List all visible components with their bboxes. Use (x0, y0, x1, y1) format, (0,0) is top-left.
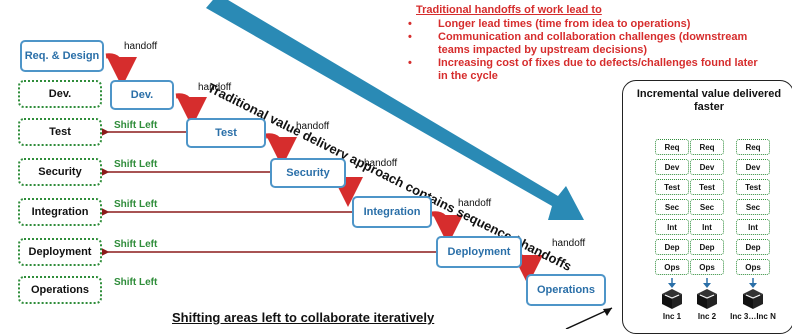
incremental-cell-test: Test (690, 179, 724, 195)
shift-left-label: Shift Left (114, 239, 158, 250)
handoff-arrow-3 (265, 133, 297, 167)
down-arrow-icon (749, 278, 757, 288)
left-test: Test (18, 118, 102, 146)
incremental-cell-dev: Dev (736, 159, 770, 175)
stage-security: Security (270, 158, 346, 188)
incremental-cell-test: Test (655, 179, 689, 195)
handoff-arrow-2 (175, 93, 207, 127)
shift-left-label: Shift Left (114, 277, 158, 288)
traditional-item: •Increasing cost of fixes due to defects… (408, 57, 758, 82)
incremental-cell-ops: Ops (736, 259, 770, 275)
stage-operations: Operations (526, 274, 606, 306)
incremental-cell-int: Int (690, 219, 724, 235)
increment-label: Inc 3…Inc N (730, 312, 776, 321)
stage-dev: Dev. (110, 80, 174, 110)
stage-integration: Integration (352, 196, 432, 228)
down-arrow-icon (668, 278, 676, 288)
cube-icon (697, 289, 717, 309)
incremental-cell-dev: Dev (690, 159, 724, 175)
cube-icon (743, 289, 763, 309)
left-security: Security (18, 158, 102, 186)
incremental-cell-sec: Sec (690, 199, 724, 215)
shift-left-label: Shift Left (114, 199, 158, 210)
stage-req-design: Req. & Design (20, 40, 104, 72)
traditional-item: •Longer lead times (time from idea to op… (408, 18, 691, 30)
handoff-label: handoff (198, 82, 232, 93)
pointer-line (565, 307, 613, 329)
left-dev: Dev. (18, 80, 102, 108)
incremental-cell-req: Req (736, 139, 770, 155)
shift-left-label: Shift Left (114, 120, 158, 131)
handoff-arrow-1 (105, 53, 137, 87)
shift-left-label: Shift Left (114, 159, 158, 170)
left-integration: Integration (18, 198, 102, 226)
handoff-label: handoff (364, 158, 398, 169)
incremental-cell-int: Int (655, 219, 689, 235)
incremental-title: Incremental value delivered faster (636, 88, 782, 113)
incremental-cell-sec: Sec (655, 199, 689, 215)
left-deployment: Deployment (18, 238, 102, 266)
traditional-item: •Communication and collaboration challen… (408, 31, 748, 56)
traditional-list: •Longer lead times (time from idea to op… (404, 18, 768, 83)
incremental-cell-ops: Ops (655, 259, 689, 275)
handoff-label: handoff (296, 121, 330, 132)
incremental-cell-int: Int (736, 219, 770, 235)
left-operations: Operations (18, 276, 102, 304)
increment-label: Inc 2 (697, 312, 717, 321)
big-diagonal-arrow (206, 0, 584, 220)
incremental-cell-dep: Dep (655, 239, 689, 255)
diagram-caption: Shifting areas left to collaborate itera… (172, 310, 435, 325)
handoff-arrow-5 (431, 211, 463, 245)
traditional-title: Traditional handoffs of work lead to (416, 4, 602, 16)
incremental-cell-ops: Ops (690, 259, 724, 275)
handoff-label: handoff (552, 238, 586, 249)
handoff-label: handoff (458, 198, 492, 209)
incremental-cell-test: Test (736, 179, 770, 195)
incremental-cell-dev: Dev (655, 159, 689, 175)
stage-deployment: Deployment (436, 236, 522, 268)
incremental-cell-req: Req (690, 139, 724, 155)
incremental-cell-dep: Dep (736, 239, 770, 255)
stage-test: Test (186, 118, 266, 148)
incremental-cell-sec: Sec (736, 199, 770, 215)
increment-label: Inc 1 (662, 312, 682, 321)
down-arrow-icon (703, 278, 711, 288)
handoff-label: handoff (124, 41, 158, 52)
incremental-cell-dep: Dep (690, 239, 724, 255)
cube-icon (662, 289, 682, 309)
incremental-cell-req: Req (655, 139, 689, 155)
